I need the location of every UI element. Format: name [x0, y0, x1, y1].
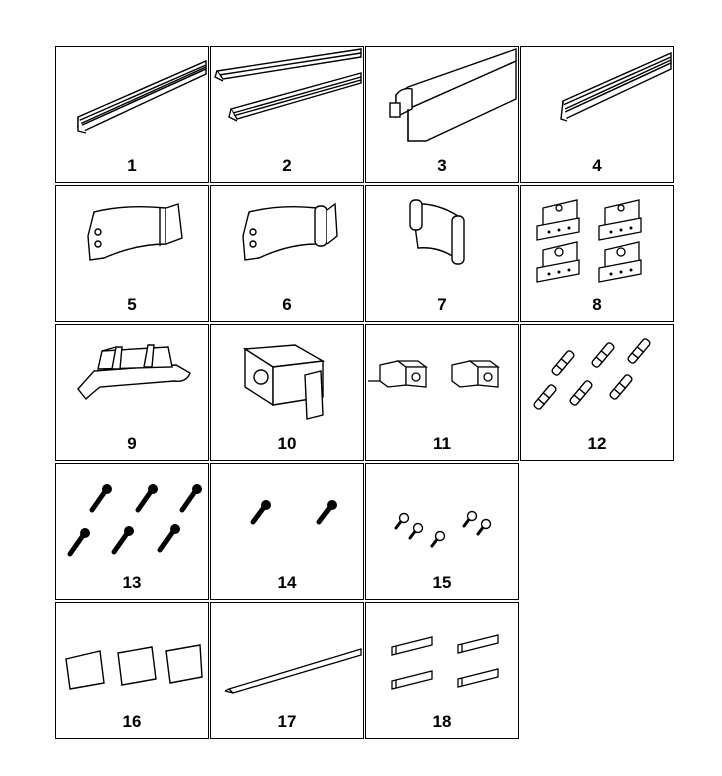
double-rail-profile-icon	[214, 48, 362, 122]
part-number: 17	[277, 712, 297, 731]
part-cell: 2	[210, 46, 364, 183]
part-number: 2	[282, 156, 292, 175]
spacer-blocks-icon	[391, 634, 499, 690]
part-number: 18	[432, 712, 452, 731]
part-cell: 14	[210, 463, 364, 600]
part-number: 9	[127, 434, 137, 453]
part-number: 4	[592, 156, 602, 175]
part-cell: 17	[210, 602, 364, 739]
part-number: 14	[277, 573, 297, 592]
part-cell: 10	[210, 324, 364, 461]
adhesive-pads-icon	[65, 644, 203, 690]
part-number: 11	[433, 434, 451, 453]
slim-rail-profile-icon	[560, 51, 672, 122]
part-cell: 6	[210, 185, 364, 322]
small-screws-icon	[394, 510, 492, 548]
box-rail-profile-icon	[389, 48, 517, 142]
part-cell: 13	[55, 463, 209, 600]
long-rail-profile-icon	[76, 59, 207, 134]
part-cell: 18	[365, 602, 519, 739]
curved-bracket-icon	[87, 203, 183, 261]
part-cell: 12	[520, 324, 674, 461]
part-number: 1	[127, 156, 137, 175]
part-cell: 16	[55, 602, 209, 739]
part-cell: 4	[520, 46, 674, 183]
part-cell: 3	[365, 46, 519, 183]
curved-bracket-pin-icon	[242, 202, 338, 261]
guide-rod-icon	[224, 648, 362, 694]
part-cell: 1	[55, 46, 209, 183]
small-clamps-pair-icon	[368, 360, 500, 388]
part-cell: 11	[365, 324, 519, 461]
part-cell: 7	[365, 185, 519, 322]
part-cell: 8	[520, 185, 674, 322]
curved-end-cap-icon	[409, 199, 465, 265]
part-number: 15	[432, 573, 452, 592]
part-cell: 9	[55, 324, 209, 461]
part-number: 7	[437, 295, 447, 314]
parts-diagram: 1 2 3	[55, 46, 675, 741]
part-cell: 15	[365, 463, 519, 600]
corner-clamp-icon	[242, 344, 326, 420]
part-number: 3	[437, 156, 447, 175]
glass-channel-icon	[77, 344, 191, 401]
part-number: 5	[127, 295, 137, 314]
medium-screws-icon	[250, 500, 337, 525]
part-cell: 5	[55, 185, 209, 322]
part-number: 8	[592, 295, 602, 314]
part-number: 10	[277, 434, 297, 453]
part-number: 16	[122, 712, 142, 731]
part-number: 13	[122, 573, 142, 592]
wall-plugs-icon	[533, 338, 651, 410]
part-number: 12	[587, 434, 607, 453]
large-screws-icon	[67, 484, 202, 557]
part-number: 6	[282, 295, 292, 314]
hanging-clips-set-icon	[536, 199, 642, 283]
